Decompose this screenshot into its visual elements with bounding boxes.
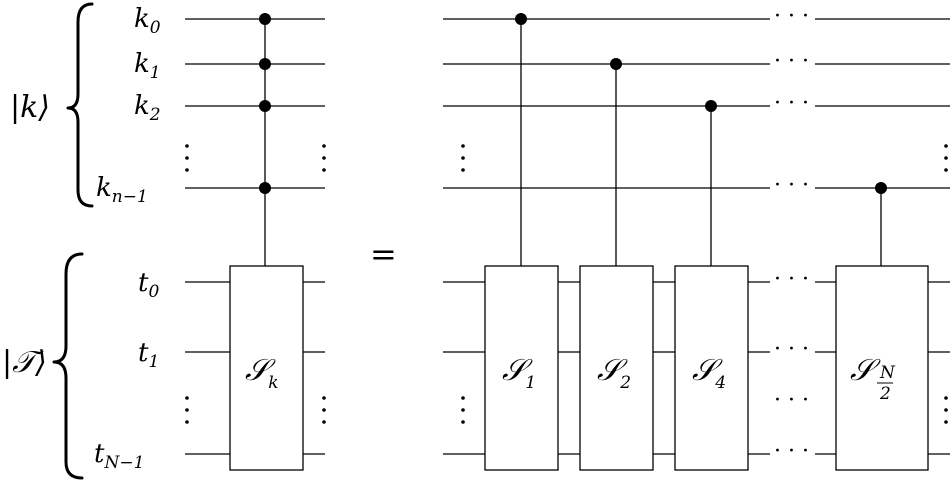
label-k1: k1 (134, 49, 161, 83)
target-wires-right (443, 281, 950, 455)
gate-s1-box (484, 265, 559, 471)
control-dot (875, 182, 887, 194)
svg-text:2: 2 (879, 384, 891, 404)
vertical-ellipsis (185, 144, 326, 424)
svg-text:· · ·: · · · (774, 4, 809, 29)
control-dot (259, 100, 271, 112)
vertical-ellipsis (461, 144, 948, 424)
horizontal-ellipsis: · · · · · · · · · · · · · · · · · · · · … (774, 4, 809, 464)
brace-target (52, 252, 84, 480)
label-kn1: kn−1 (96, 173, 148, 207)
control-dot (259, 13, 271, 25)
gate-sN-box (835, 265, 929, 471)
label-k2: k2 (134, 91, 161, 125)
ket-index: |k⟩ (10, 90, 50, 125)
svg-text:· · ·: · · · (774, 173, 809, 198)
svg-text:· · ·: · · · (774, 388, 809, 413)
svg-text:· · ·: · · · (774, 337, 809, 362)
right-circuit: 𝒮1 𝒮2 𝒮4 𝒮 N 2 · · · · · · · · · · · · ·… (443, 4, 950, 471)
svg-text:N: N (879, 363, 896, 383)
label-t0: t0 (138, 268, 159, 302)
left-circuit: 𝒮k (185, 13, 326, 471)
ket-target: |𝒯⟩ (2, 345, 47, 380)
svg-text:· · ·: · · · (774, 267, 809, 292)
control-dot (610, 58, 622, 70)
label-t1: t1 (138, 338, 159, 372)
svg-text:· · ·: · · · (774, 439, 809, 464)
svg-text:· · ·: · · · (774, 49, 809, 74)
control-dot (705, 100, 717, 112)
gate-s4-box (674, 265, 749, 471)
label-tN1: tN−1 (94, 439, 144, 473)
gate-sk-box (229, 265, 304, 471)
svg-text:· · ·: · · · (774, 91, 809, 116)
control-dot (259, 58, 271, 70)
equals-sign: = (370, 235, 397, 273)
register-braces: |k⟩ |𝒯⟩ (2, 2, 94, 480)
gate-s2-box (579, 265, 654, 471)
control-dot (515, 13, 527, 25)
control-dot (259, 182, 271, 194)
label-k0: k0 (134, 4, 161, 38)
wire-labels: k0 k1 k2 kn−1 t0 t1 tN−1 (94, 4, 161, 473)
brace-index (66, 2, 94, 208)
